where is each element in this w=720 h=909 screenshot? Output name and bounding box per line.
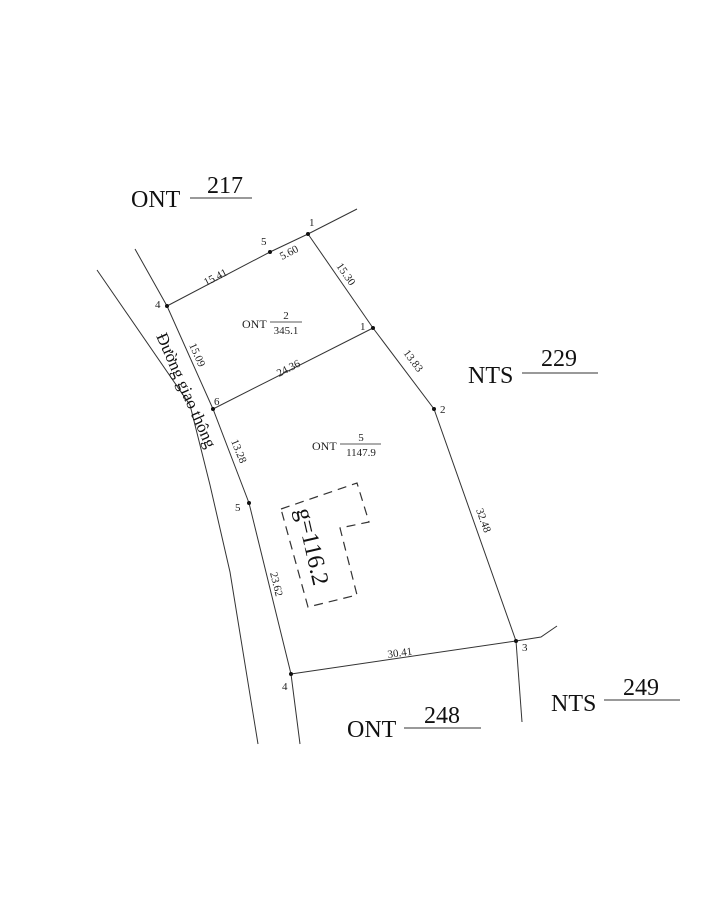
neighbor-type: ONT (347, 717, 397, 743)
vertex (432, 407, 436, 411)
neighbor-ont-217: ONT 217 (131, 173, 252, 213)
parcel-2-boundary (166, 208, 358, 307)
vertex-label: 2 (440, 404, 446, 416)
neighbor-type: NTS (468, 363, 513, 389)
parcel-number: 2 (283, 310, 289, 322)
neighbor-number: 229 (541, 346, 577, 372)
boundary-line (515, 640, 523, 723)
vertex-label: 1 (309, 217, 315, 229)
vertex (247, 501, 251, 505)
vertex-label: 5 (261, 236, 267, 248)
boundary-line (212, 327, 374, 410)
parcel-type: ONT (312, 439, 337, 453)
building-outline (280, 482, 370, 608)
road-right-edge (134, 248, 301, 745)
vertex-label: 4 (155, 299, 161, 311)
parcel-5-boundary (290, 327, 517, 675)
edge-length: 15.41 (202, 267, 230, 289)
vertex (514, 639, 518, 643)
vertex-label: 6 (214, 396, 220, 408)
neighbor-nts-249: NTS 249 (551, 675, 680, 717)
vertex-label: 5 (235, 502, 241, 514)
neighbor-nts-229: NTS 229 (468, 346, 598, 389)
parcel-number: 5 (358, 432, 364, 444)
building-label: g=116.2 (290, 506, 333, 588)
edge-length: 32.48 (473, 507, 493, 535)
edge-length: 30.41 (387, 646, 413, 661)
vertex (371, 326, 375, 330)
parcel-5-label: ONT 5 1147.9 (312, 432, 381, 459)
boundary-line (307, 233, 374, 329)
vertex (211, 407, 215, 411)
neighbor-type: NTS (551, 691, 596, 717)
parcel-area: 1147.9 (346, 447, 376, 459)
edge-length: 13.83 (401, 348, 426, 375)
neighbor-number: 249 (623, 675, 659, 701)
boundary-line (515, 625, 558, 642)
neighbor-number: 248 (424, 703, 460, 729)
vertex (306, 232, 310, 236)
road-left-edge (96, 269, 259, 745)
edge-length: 23.62 (267, 571, 285, 598)
vertex (165, 304, 169, 308)
edge-length: 13.28 (228, 438, 249, 466)
neighbor-type: ONT (131, 187, 181, 213)
edge-length: 5.60 (278, 243, 301, 263)
parcel-area: 345.1 (274, 325, 299, 337)
edge-length: 15.30 (334, 261, 358, 289)
vertex-label: 3 (522, 642, 528, 654)
vertex (289, 672, 293, 676)
vertex-points (165, 232, 518, 676)
edge-length: 24.36 (275, 358, 303, 380)
vertex-label: 4 (282, 681, 288, 693)
parcel-2-label: ONT 2 345.1 (242, 310, 302, 337)
vertex-label: 1 (360, 321, 366, 333)
vertex (268, 250, 272, 254)
neighbor-number: 217 (207, 173, 243, 199)
neighbor-ont-248: ONT 248 (347, 703, 481, 743)
parcel-type: ONT (242, 317, 267, 331)
